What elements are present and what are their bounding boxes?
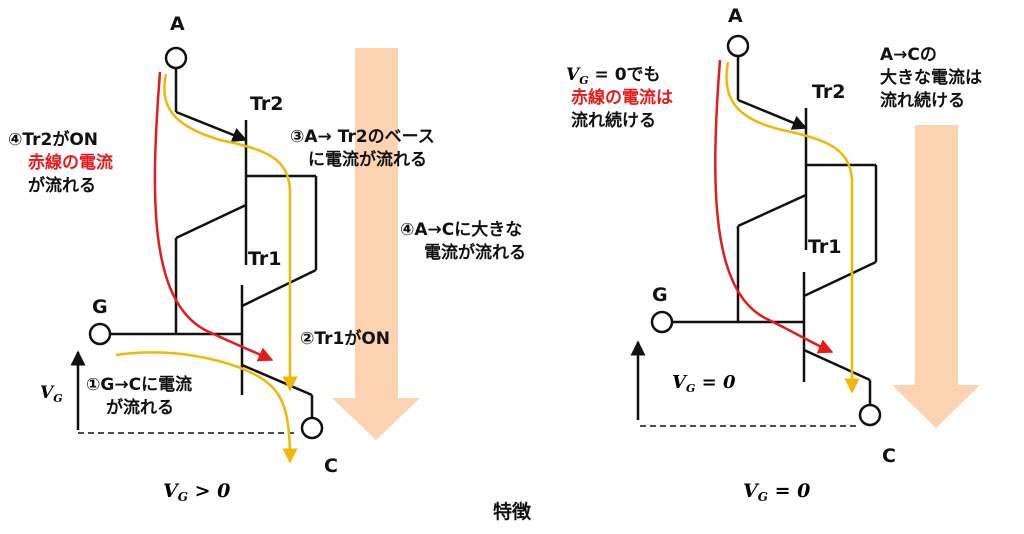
left-vg-label: VG <box>40 383 63 405</box>
right-vg-label: VG = 0 <box>672 372 736 395</box>
right-diagram: A G C Tr2 Tr1 VG = 0でも 赤線の電流は 流れ続ける A→Cの… <box>566 5 982 504</box>
left-label-a: A <box>170 13 185 35</box>
left-step4-tr2-line3: が流れる <box>28 175 96 196</box>
left-red-current-path <box>153 71 274 362</box>
right-caption: VG = 0 <box>743 480 810 504</box>
right-label-g: G <box>652 284 668 306</box>
right-ac-line3: 流れ続ける <box>880 90 965 111</box>
left-caption: VG > 0 <box>163 480 230 504</box>
right-note-line1: VG = 0でも <box>566 65 661 87</box>
right-ac-line2: 大きな電流は <box>880 67 982 88</box>
footer-caption: 特徴 <box>493 500 532 523</box>
left-step3-line1: ③A→ Tr2のベース <box>290 127 435 147</box>
left-terminal-c <box>300 416 324 440</box>
right-label-c: C <box>882 445 896 467</box>
left-circuit-wires <box>70 68 318 434</box>
left-yellow-current-path-2 <box>115 351 298 464</box>
left-step1-line1: ①G→Cに電流 <box>86 374 192 395</box>
right-circuit-wires <box>630 56 878 427</box>
right-terminal-c <box>858 403 882 427</box>
right-note-line3: 流れ続ける <box>571 110 656 131</box>
left-terminal-g <box>88 322 112 346</box>
left-label-c: C <box>324 455 338 477</box>
right-label-tr1: Tr1 <box>808 236 841 258</box>
right-terminal-g <box>650 310 674 334</box>
left-step4-tr2-line1: ④Tr2がON <box>8 129 98 150</box>
left-step4-ac-line1: ④A→Cに大きな <box>400 219 522 240</box>
left-step4-tr2-line2: 赤線の電流 <box>28 152 113 173</box>
left-label-tr1: Tr1 <box>248 248 281 270</box>
right-label-tr2: Tr2 <box>812 81 845 103</box>
left-step2: ②Tr1がON <box>300 328 390 349</box>
left-big-down-arrow <box>332 48 420 440</box>
left-step3-line2: に電流が流れる <box>308 149 427 170</box>
left-step1-line2: が流れる <box>106 397 174 418</box>
left-step4-ac-line2: 電流が流れる <box>424 242 526 263</box>
right-ac-line1: A→Cの <box>880 45 937 65</box>
left-terminal-a <box>164 46 188 70</box>
right-yellow-current-path <box>725 61 860 394</box>
left-yellow-current-path-1 <box>163 73 298 392</box>
right-big-down-arrow <box>892 125 980 428</box>
left-label-g: G <box>92 296 108 318</box>
right-note-line2: 赤線の電流は <box>571 87 673 108</box>
right-terminal-a <box>726 34 750 58</box>
right-label-a: A <box>728 5 743 27</box>
left-diagram: A G C Tr2 Tr1 ④Tr2がON 赤線の電流 が流れる ③A→ Tr2… <box>8 13 526 504</box>
right-red-current-path <box>714 59 834 354</box>
left-label-tr2: Tr2 <box>250 93 283 115</box>
